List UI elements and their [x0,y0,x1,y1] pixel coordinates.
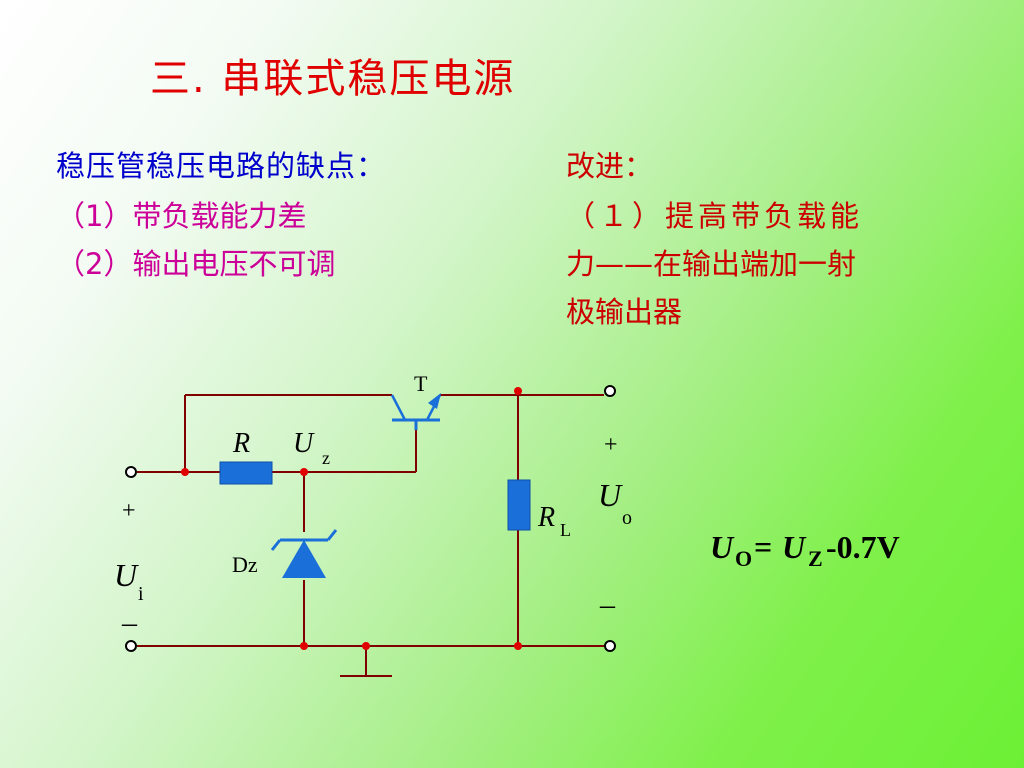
disadvantage-item-1: （1）带负载能力差 [56,199,307,233]
output-formula: U O = U Z -0.7V [710,529,900,571]
improvement-line-3: 极输出器 [566,295,683,329]
formula-u1: U [710,529,735,565]
rl-label: R [537,502,555,533]
formula-sub-z: Z [808,546,823,571]
rl-subscript: L [560,520,571,540]
transistor-label: T [414,371,428,396]
zener-diode [270,529,338,578]
circuit-wires [137,394,604,677]
terminals [125,385,616,652]
uz-label: U [293,428,315,459]
disadvantage-item-2: （2）输出电压不可调 [56,247,336,281]
formula-rest: -0.7V [826,529,900,565]
resistor-label: R [232,428,250,459]
transistor-symbol [390,393,442,430]
slide-title: 三. 串联式稳压电源 [150,56,516,102]
ui-label: U [114,557,139,593]
improvement-line-2: 力——在输出端加一射 [566,247,857,281]
input-minus: – [121,606,138,639]
formula-sub-o: O [735,546,752,571]
formula-u2: U [782,529,807,565]
uo-label: U [598,477,623,513]
formula-equals: = [754,529,772,565]
dz-label: Dz [232,552,258,577]
output-plus: + [604,432,618,458]
output-minus: – [599,588,616,621]
junction-dots [181,387,522,650]
improvement-line-1: （１）提高带负载能 [566,199,864,233]
uz-subscript: z [322,448,330,468]
disadvantages-heading: 稳压管稳压电路的缺点： [56,149,387,183]
ui-subscript: i [138,583,144,605]
improvement-heading: 改进： [566,149,654,183]
resistor-r [219,461,273,485]
input-plus: + [122,498,136,524]
uo-subscript: o [622,507,632,529]
resistor-rl [507,479,531,531]
